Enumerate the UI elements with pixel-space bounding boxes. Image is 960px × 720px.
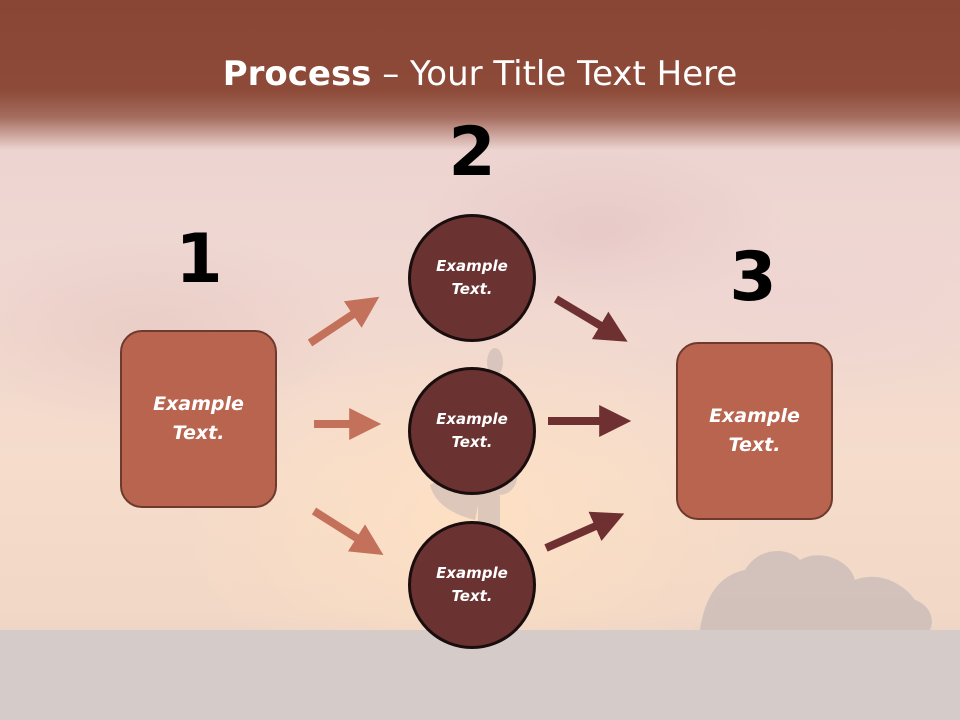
arrow-bottom-to-3 bbox=[544, 511, 625, 552]
step-3-number: 3 bbox=[729, 238, 777, 317]
title-bold: Process bbox=[222, 54, 372, 94]
step-1-box[interactable]: Example Text. bbox=[120, 330, 277, 508]
step-2-number: 2 bbox=[448, 113, 496, 192]
step-2-circle-middle[interactable]: Example Text. bbox=[408, 367, 536, 495]
step-3-label: Example Text. bbox=[709, 405, 800, 456]
step-2-circle-bottom[interactable]: Example Text. bbox=[408, 521, 536, 649]
title-rest: – Your Title Text Here bbox=[371, 54, 738, 94]
step-2-circle-middle-label: Example Text. bbox=[436, 410, 508, 451]
step-1-label: Example Text. bbox=[153, 393, 244, 444]
step-2-circle-top[interactable]: Example Text. bbox=[408, 214, 536, 342]
step-1-number: 1 bbox=[175, 220, 223, 299]
slide-title: Process – Your Title Text Here bbox=[0, 52, 960, 96]
step-2-circle-bottom-label: Example Text. bbox=[436, 564, 508, 605]
title-bar bbox=[0, 0, 960, 150]
arrow-1-to-top bbox=[307, 296, 380, 347]
arrow-top-to-3 bbox=[553, 295, 628, 342]
step-2-circle-top-label: Example Text. bbox=[436, 257, 508, 298]
arrow-1-to-bottom bbox=[311, 507, 384, 555]
step-3-box[interactable]: Example Text. bbox=[676, 342, 833, 520]
